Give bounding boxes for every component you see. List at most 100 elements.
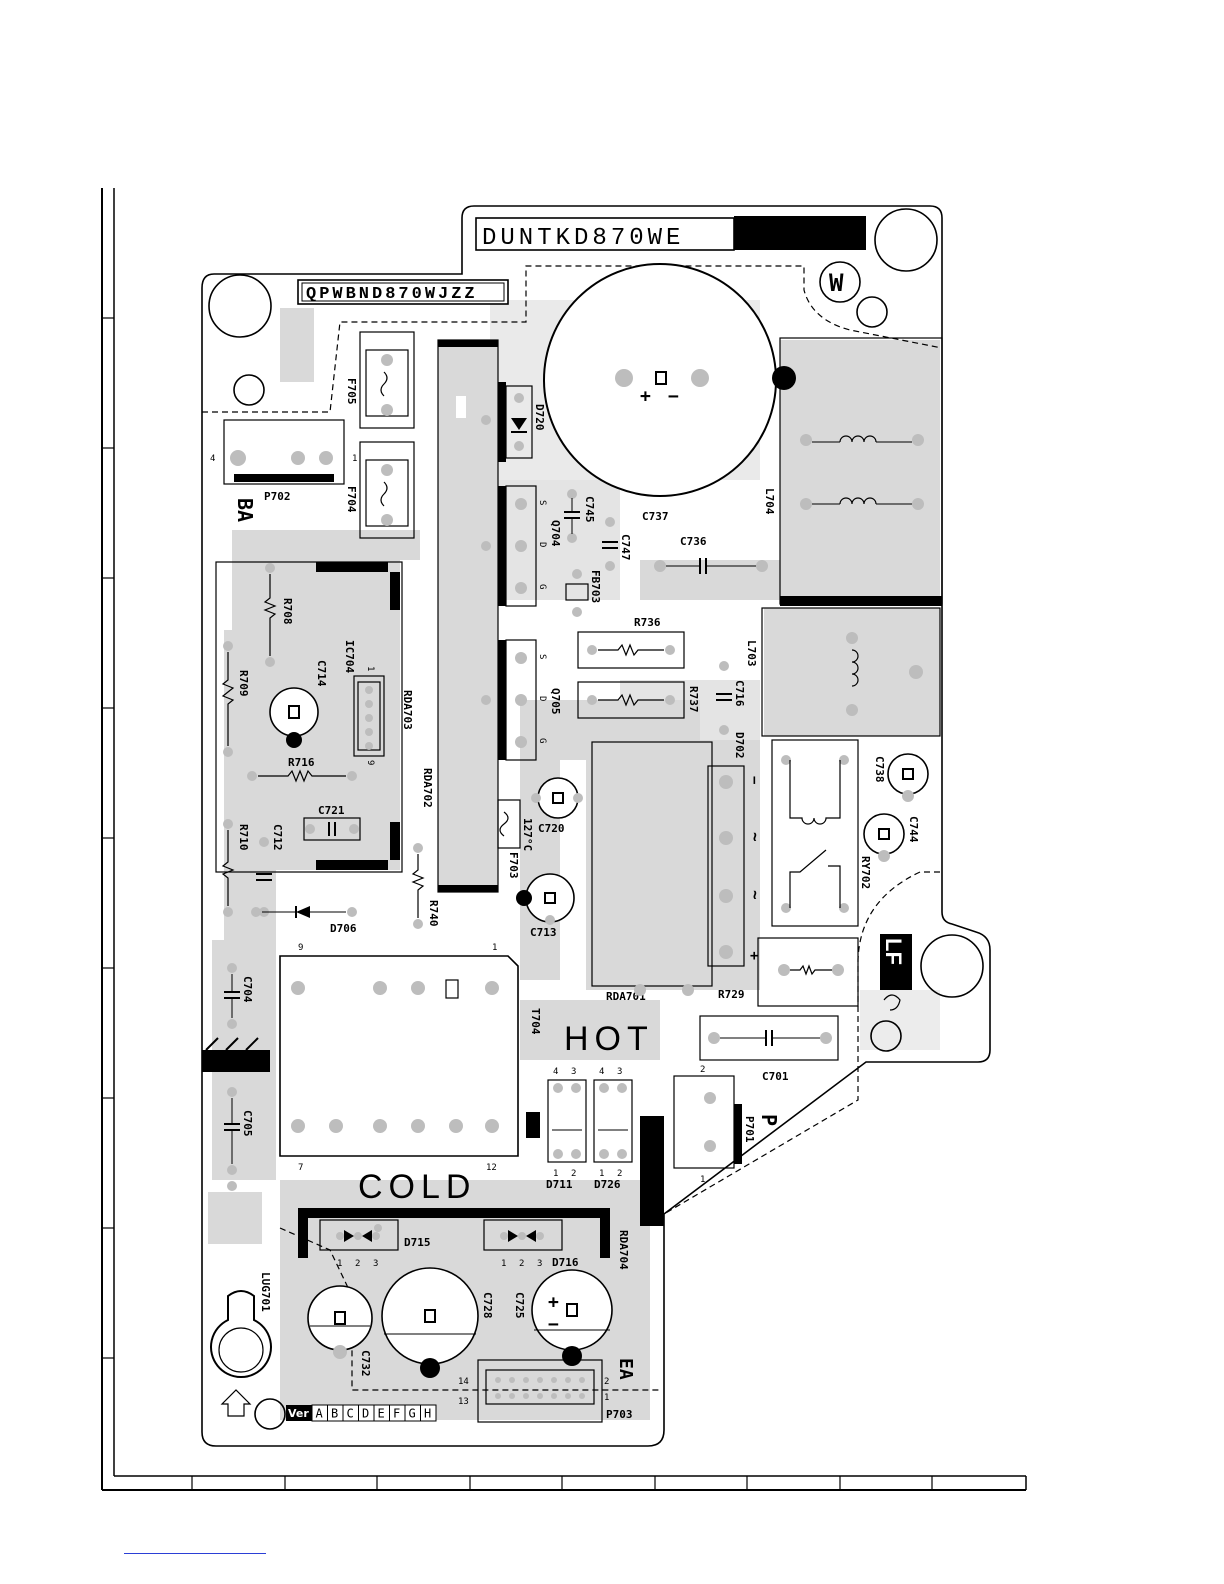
d726-pin2: 2 bbox=[617, 1169, 622, 1179]
inductor-l703: L703 bbox=[745, 607, 941, 737]
version-letter: F bbox=[393, 1407, 400, 1421]
board-code-top-text: DUNTKD870WE bbox=[482, 225, 684, 252]
q704-g: G bbox=[537, 584, 547, 589]
resistor-r729: R729 bbox=[718, 937, 859, 1007]
photocoupler-d711: 4 3 1 2 D711 bbox=[526, 1067, 587, 1191]
version-label: Ver bbox=[288, 1407, 309, 1420]
d716-label: D716 bbox=[552, 1256, 579, 1269]
ea-mark: EA bbox=[615, 1358, 636, 1380]
p703-label: P703 bbox=[606, 1408, 633, 1421]
f705-label: F705 bbox=[345, 378, 358, 405]
p701-pin2: 2 bbox=[700, 1065, 705, 1075]
r710-label: R710 bbox=[237, 824, 250, 851]
resistor-r736: R736 bbox=[577, 616, 685, 669]
capacitor-c705: C705 bbox=[224, 1087, 254, 1175]
c720-label: C720 bbox=[538, 822, 565, 835]
p703-pin2: 2 bbox=[604, 1377, 609, 1387]
d726-label: D726 bbox=[594, 1178, 621, 1191]
p702-pin1: 1 bbox=[352, 454, 357, 464]
r736-label: R736 bbox=[634, 616, 661, 629]
rda704-frame: RDA704 bbox=[298, 1208, 630, 1270]
hot-zone-label: HOT bbox=[564, 1020, 654, 1058]
fuse-f705: F705 bbox=[345, 331, 415, 429]
heatsink-rda702: RDA702 bbox=[421, 339, 506, 893]
version-letter: C bbox=[347, 1407, 354, 1421]
d702-label: D702 bbox=[733, 732, 746, 759]
resistor-r740: R740 bbox=[411, 843, 440, 929]
c738-label: C738 bbox=[873, 756, 886, 783]
q705-label: Q705 bbox=[549, 688, 562, 715]
c737-minus: − bbox=[668, 386, 679, 407]
d702-plus: + bbox=[750, 948, 758, 964]
mounting-holes bbox=[208, 208, 984, 1430]
capacitor-c701: C701 bbox=[699, 1015, 839, 1083]
capacitor-c713: C713 bbox=[516, 873, 575, 939]
d716-pin3: 3 bbox=[537, 1259, 542, 1269]
p-mark: P bbox=[757, 1114, 781, 1126]
rda703-label: RDA703 bbox=[401, 690, 414, 730]
d720-label: D720 bbox=[533, 404, 546, 431]
r716-label: R716 bbox=[288, 756, 315, 769]
q705-g: G bbox=[537, 738, 547, 743]
ry702-label: RY702 bbox=[859, 856, 872, 889]
capacitor-c712: C712 bbox=[256, 824, 284, 917]
rda704-label: RDA704 bbox=[617, 1230, 630, 1270]
c701-label: C701 bbox=[762, 1070, 789, 1083]
t704-pin7: 7 bbox=[298, 1163, 303, 1173]
capacitor-c738: C738 bbox=[873, 753, 929, 802]
rda702-label: RDA702 bbox=[421, 768, 434, 808]
capacitor-c721: C721 bbox=[303, 804, 361, 841]
capacitor-c732: C732 bbox=[307, 1285, 373, 1377]
resistor-r710: R710 bbox=[221, 819, 250, 917]
photocoupler-d726: 4 3 1 2 D726 bbox=[593, 1067, 633, 1191]
resistor-r708: R708 bbox=[263, 563, 294, 667]
board-code-top: DUNTKD870WE bbox=[475, 216, 866, 252]
page-frame bbox=[101, 188, 1027, 1491]
ic704-region: 1 9 IC704 RDA703 bbox=[215, 561, 414, 873]
d711-pin2: 2 bbox=[571, 1169, 576, 1179]
diode-d715: 1 2 3 D715 bbox=[319, 1219, 431, 1269]
q705-s: S bbox=[537, 654, 547, 659]
capacitor-c737: + − C737 bbox=[543, 263, 796, 523]
fuse-f704: F704 bbox=[345, 441, 415, 539]
t704-pin12: 12 bbox=[486, 1163, 497, 1173]
lf-mark-text: LF bbox=[881, 938, 906, 965]
fb703-label: FB703 bbox=[589, 570, 602, 603]
c704-label: C704 bbox=[241, 976, 254, 1003]
misc-pads bbox=[227, 415, 694, 1232]
d706-label: D706 bbox=[330, 922, 357, 935]
ground-bar bbox=[202, 1037, 270, 1072]
connector-p701: 2 1 P P701 bbox=[673, 1065, 781, 1185]
capacitor-c744: C744 bbox=[863, 813, 920, 862]
version-letter: G bbox=[409, 1407, 416, 1421]
inductor-l704: L704 bbox=[763, 337, 943, 606]
t704-label: T704 bbox=[529, 1008, 542, 1035]
c737-label: C737 bbox=[642, 510, 669, 523]
version-letter: D bbox=[362, 1407, 369, 1421]
thermal-fuse-f703: 127°C F703 bbox=[497, 799, 534, 879]
f703-label: F703 bbox=[507, 852, 520, 879]
relay-ry702: RY702 bbox=[771, 739, 872, 927]
d702-minus: − bbox=[746, 776, 762, 784]
connector-p703: 14 13 2 1 P703 EA bbox=[458, 1358, 636, 1423]
d715-pin3: 3 bbox=[373, 1259, 378, 1269]
c705-label: C705 bbox=[241, 1110, 254, 1137]
d716-pin2: 2 bbox=[519, 1259, 524, 1269]
l704-label: L704 bbox=[763, 488, 776, 515]
d715-label: D715 bbox=[404, 1236, 431, 1249]
transistor-q705: S D G Q705 bbox=[505, 639, 562, 761]
capacitor-c728: C728 bbox=[381, 1267, 494, 1378]
capacitor-c747: C747 bbox=[602, 517, 632, 571]
f704-label: F704 bbox=[345, 486, 358, 513]
w-mark: W bbox=[819, 261, 861, 303]
ic704-label: IC704 bbox=[343, 640, 356, 673]
l703-label: L703 bbox=[745, 640, 758, 667]
version-letter: E bbox=[378, 1407, 385, 1421]
board-outline bbox=[201, 205, 991, 1447]
diode-d720: D720 bbox=[505, 385, 546, 459]
board-code-sub-text: QPWBND870WJZZ bbox=[306, 285, 478, 304]
d711-pin1: 1 bbox=[553, 1169, 558, 1179]
footer-link-underline bbox=[124, 1553, 266, 1554]
